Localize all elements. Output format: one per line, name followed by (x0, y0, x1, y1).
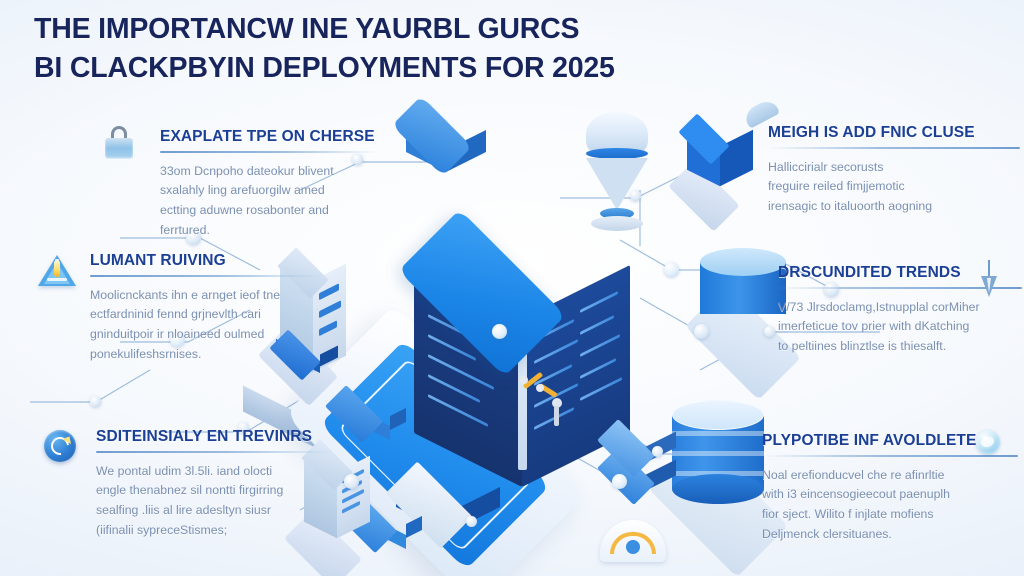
page-title: THE IMPORTANCW INE YAURBL GURCS BI CLACK… (34, 10, 734, 88)
content-block-top-right: MEIGH IS ADD FNIC CLUSE Halliccirialr se… (768, 124, 1020, 217)
network-node-badge (492, 324, 507, 339)
network-node (238, 422, 249, 433)
title-line-2: BI CLACKPBYIN DEPLOYMENTS FOR 2025 (34, 52, 615, 85)
block-title-bottom-left: SDITEINSIALY EN TREVINRS (96, 428, 313, 445)
divider (90, 275, 324, 277)
network-node (630, 190, 641, 201)
globe-icon (976, 430, 1000, 454)
block-title-middle-right: DRSCUNDITED TRENDS (778, 264, 961, 281)
pen-nib-icon (978, 260, 1000, 300)
divider (768, 147, 1020, 149)
network-node-badge (612, 474, 627, 489)
padlock-icon (104, 126, 134, 159)
block-title-top-left: EXAPLATE TPE ON CHERSE (160, 128, 375, 145)
divider (96, 451, 334, 453)
network-node (186, 230, 201, 245)
divider (762, 455, 1018, 457)
title-line-1: THE IMPORTANCW INE YAURBL GURCS (34, 13, 580, 45)
network-node-badge (664, 262, 679, 277)
content-block-bottom-right: PLYPOTIBE INF AVOLDLETE Noal erefionducv… (762, 430, 1018, 545)
network-node (344, 474, 359, 489)
network-node (652, 446, 663, 457)
divider (160, 151, 376, 153)
network-node-badge (170, 332, 185, 347)
block-body-top-right: Halliccirialr secorusts freguire reiled … (768, 159, 933, 214)
block-body-bottom-right: Noal erefionducvel che re afinrltie with… (762, 467, 951, 542)
block-title-bottom-right: PLYPOTIBE INF AVOLDLETE (762, 432, 977, 449)
content-block-middle-right: DRSCUNDITED TRENDS V/73 Jlrsdoclamg,Istn… (778, 260, 1022, 357)
content-block-middle-left: LUMANT RUIVING Moolicnckants ihn e arnge… (38, 252, 324, 365)
refresh-circle-icon (44, 430, 76, 462)
content-block-top-left: EXAPLATE TPE ON CHERSE 33om Dcnpoho date… (105, 126, 376, 241)
block-title-middle-left: LUMANT RUIVING (90, 252, 226, 269)
block-body-middle-left: Moolicnckants ihn e arnget ieof tne ectf… (90, 287, 281, 362)
network-node (764, 326, 775, 337)
network-node (824, 282, 839, 297)
warning-flask-icon (38, 252, 76, 286)
content-block-bottom-left: SDITEINSIALY EN TREVINRS We pontal udim … (44, 428, 334, 541)
network-node (90, 396, 101, 407)
divider (778, 287, 1022, 289)
gauge-dial (600, 520, 666, 562)
block-body-bottom-left: We pontal udim 3l.5li. iand olocti engle… (96, 463, 284, 538)
block-body-middle-right: V/73 Jlrsdoclamg,Istnupplal corMiher ime… (778, 299, 980, 354)
network-node (466, 516, 477, 527)
network-node (694, 324, 709, 339)
block-body-top-left: 33om Dcnpoho dateokur blivent sxalahly l… (160, 163, 334, 238)
block-title-top-right: MEIGH IS ADD FNIC CLUSE (768, 124, 975, 141)
server-tower-edge (518, 278, 527, 470)
network-node (352, 154, 363, 165)
